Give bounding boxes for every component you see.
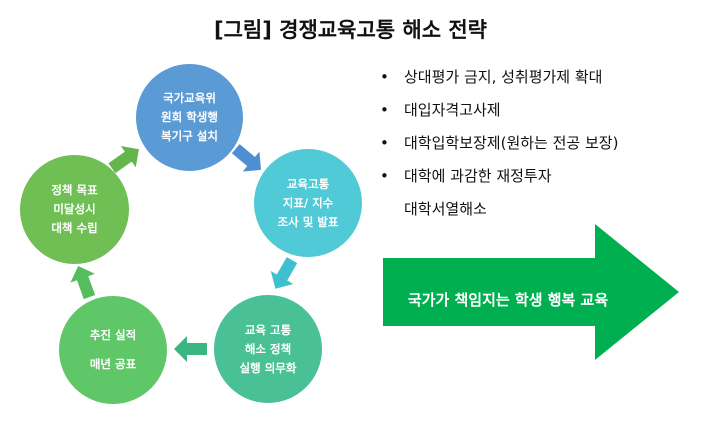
cycle-arrow-4-to-5 — [70, 266, 96, 300]
list-item: • 대입자격고사제 — [380, 99, 618, 121]
cycle-step-5: 정책 목표 미달성시 대책 수립 — [20, 155, 129, 264]
big-arrow-label: 국가가 책임지는 학생 행복 교육 — [407, 291, 609, 309]
diagram-title: [그림] 경쟁교육고통 해소 전략 — [214, 18, 487, 42]
cycle-step-5-line-1: 정책 목표 — [51, 183, 98, 197]
bullet-icon: • — [380, 167, 389, 185]
cycle-step-1-line-1: 국가교육위 — [163, 91, 216, 105]
list-item-text: 상대평가 금지, 성취평가제 확대 — [404, 68, 603, 86]
cycle-arrow-3-to-4 — [174, 336, 207, 362]
list-item: • 대학입학보장제(원하는 전공 보장) — [380, 132, 618, 154]
list-item: • 상대평가 금지, 성취평가제 확대 — [380, 66, 618, 88]
cycle-step-4-line-2: 매년 공표 — [89, 357, 137, 371]
cycle-step-5-line-2: 미달성시 — [53, 202, 96, 216]
cycle-arrow-2-to-3 — [270, 257, 298, 289]
cycle-arrow-1-to-2 — [231, 144, 262, 172]
cycle-step-2: 교육고통 지표/ 지수 조사 및 발표 — [254, 149, 362, 257]
cycle-step-1-line-3: 복기구 설치 — [161, 129, 218, 143]
cycle-step-3-line-2: 해소 정책 — [244, 341, 292, 356]
cycle-step-1: 국가교육위 원회 학생행 복기구 설치 — [136, 64, 243, 171]
list-item-text-line-2: 대학서열해소 — [404, 200, 487, 218]
cycle-step-3-line-1: 교육 고통 — [244, 322, 292, 337]
list-item-text: 대입자격고사제 — [404, 101, 501, 119]
cycle-step-2-line-1: 교육고통 — [286, 176, 330, 191]
cycle-arrow-5-to-1 — [108, 146, 139, 174]
cycle-step-3: 교육 고통 해소 정책 실행 의무화 — [214, 295, 322, 403]
cycle-step-5-line-3: 대책 수립 — [51, 221, 98, 235]
cycle-step-4-line-1: 추진 실적 — [89, 328, 137, 342]
bullet-icon: • — [380, 134, 389, 152]
cycle-step-3-line-3: 실행 의무화 — [239, 360, 297, 375]
list-item-text: 대학입학보장제(원하는 전공 보장) — [404, 134, 619, 152]
strategy-list: • 상대평가 금지, 성취평가제 확대 • 대입자격고사제 • 대학입학보장제(… — [380, 66, 618, 231]
list-item-text: 대학에 과감한 재정투자 — [404, 167, 552, 185]
cycle-step-2-line-3: 조사 및 발표 — [277, 214, 339, 229]
big-arrow-shape — [383, 224, 679, 360]
list-item: • 대학에 과감한 재정투자 대학서열해소 — [380, 165, 618, 220]
cycle-step-2-line-2: 지표/ 지수 — [282, 195, 334, 210]
bullet-icon: • — [380, 68, 389, 86]
cycle-step-1-line-2: 원회 학생행 — [161, 110, 218, 124]
bullet-icon: • — [380, 101, 389, 119]
cycle-step-4: 추진 실적 매년 공표 — [59, 296, 167, 404]
